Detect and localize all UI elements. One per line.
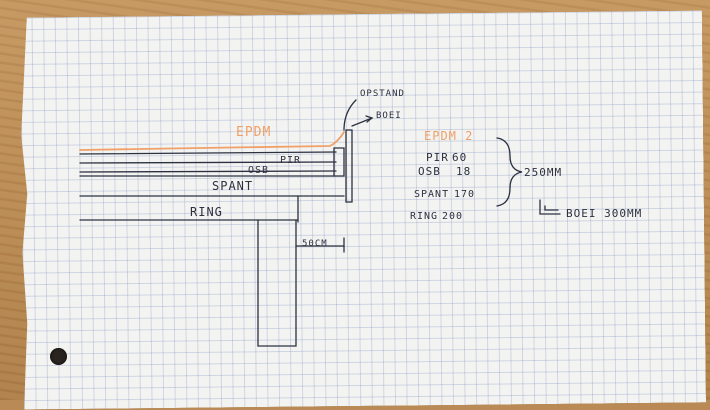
opstand-block	[333, 147, 345, 177]
pir-layer-top	[79, 151, 337, 155]
total-label: 250MM	[524, 166, 563, 179]
osb-layer-bottom	[79, 170, 337, 173]
total-bracket	[496, 137, 523, 207]
pir-label: PIR	[280, 155, 302, 166]
epdm-line	[79, 131, 345, 151]
boei-note-arrow	[539, 199, 561, 215]
layer-spant-value: 170	[454, 189, 476, 200]
dimension-50cm-label: 50CM	[302, 239, 328, 249]
boei-label: BOEI	[376, 111, 402, 121]
epdm2-label: EPDM 2	[424, 129, 474, 143]
osb-label: OSB	[248, 165, 270, 176]
opstand-leader	[343, 99, 357, 131]
boei-board	[345, 129, 353, 203]
layer-pir-name: PIR	[426, 151, 449, 164]
boei-leader	[351, 117, 373, 127]
boei-note-arrow-inner	[544, 205, 559, 211]
punch-hole	[50, 348, 67, 365]
boei-arrowhead	[365, 115, 374, 123]
ring-label: RING	[190, 205, 223, 219]
boei-note-label: BOEI 300MM	[566, 207, 643, 220]
layer-pir-value: 60	[452, 151, 468, 164]
layer-osb-value: 18	[456, 165, 472, 178]
layer-ring-name: RING	[410, 211, 439, 222]
spant-label: SPANT	[212, 179, 254, 193]
layer-osb-name: OSB	[418, 165, 441, 178]
post	[257, 219, 297, 347]
layer-spant-name: SPANT	[414, 189, 450, 200]
roof-edge-sketch	[79, 99, 561, 347]
pir-layer-bottom	[79, 161, 337, 164]
opstand-label: OPSTAND	[360, 89, 405, 99]
layer-ring-value: 200	[442, 211, 464, 222]
epdm-label: EPDM	[236, 125, 272, 140]
